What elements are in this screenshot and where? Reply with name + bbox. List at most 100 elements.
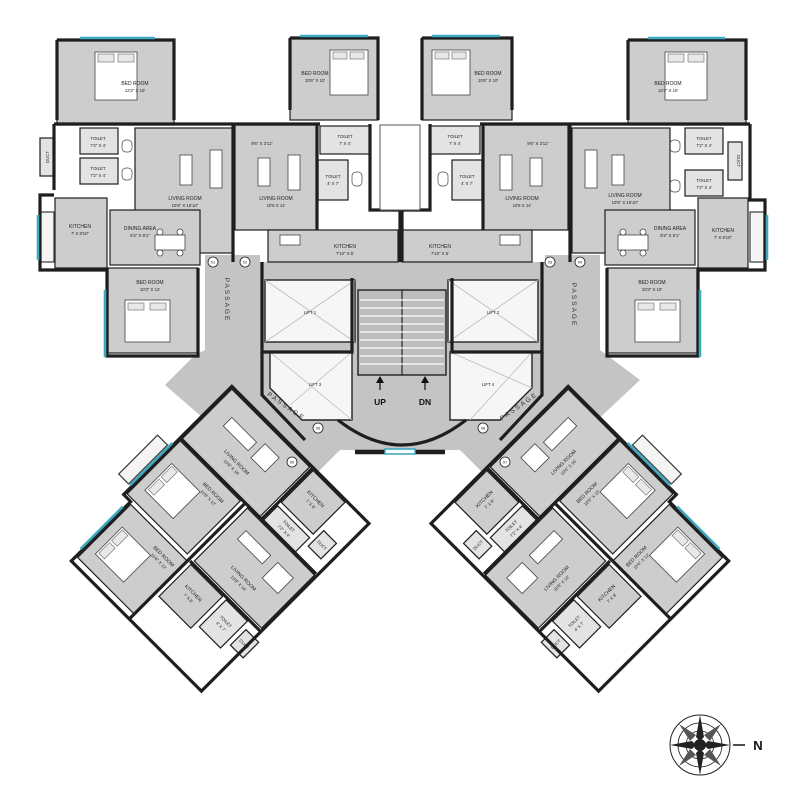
svg-text:7' X 4': 7' X 4' [339,141,351,146]
kitchen-1-size: 7' X 8'10" [71,231,89,236]
bedroom-2-size: 10'6" X 10' [305,78,326,83]
kitchen-7-size: 7' X 8' [305,498,317,510]
kitchen-8-size: 7' X 8' [182,592,194,604]
flat-number-label: 04 [578,260,583,265]
staircase: UP DN [337,289,467,447]
flat-number-label: 07 [503,460,508,465]
kitchen-9 [454,469,520,535]
kitchen-4-label: KITCHEN [712,228,734,234]
flat-04: BED ROOM 12'2" X 10' TOILET 7'2" X 4' TO… [568,36,769,358]
dining-4-label: DINING AREA [654,226,687,232]
svg-text:7'2" X 4': 7'2" X 4' [696,185,712,190]
toilet-2b [317,159,349,201]
svg-text:7'2" X 4': 7'2" X 4' [696,143,712,148]
svg-text:4' X 7': 4' X 7' [327,181,339,186]
svg-text:TOILET: TOILET [338,134,353,139]
dining-4-size: 8'2" X 8'1" [660,233,680,238]
svg-text:7'2" X 4': 7'2" X 4' [90,143,106,148]
kitchen-3-label: KITCHEN [429,244,451,250]
kitchen-10 [576,563,642,630]
flat-02: BED ROOM 10'6" X 10' TOILET 7' X 4' TOIL… [234,34,402,263]
flat-number-circle [477,422,489,434]
living-4-label: LIVING ROOM [608,193,641,199]
kitchen-1-label: KITCHEN [69,224,91,230]
lower-left-wing: LIVING ROOM 10'6" X 16' KITCHEN 7' X 8' … [69,384,372,694]
bedroom-2-label: BED ROOM [301,71,328,77]
kitchen-4 [697,197,749,269]
stair-up-label: UP [374,397,386,407]
living-1-label: LIVING ROOM [168,196,201,202]
toilet-2a [319,125,371,155]
kitchen-7 [280,469,346,535]
flat-number-label: 06 [316,426,321,431]
living-3-size: 10'8 X 14' [513,203,532,208]
lift-4-label: LIFT 4 [482,382,495,387]
toilet-3a [429,125,481,155]
flat-03: BED ROOM 10'6" X 10' TOILET 7' X 4' TOIL… [379,34,570,263]
living-10 [484,507,607,630]
passage-label-top-left: PASSAGE [223,278,230,323]
lift-2-label: LIFT 2 [487,310,500,315]
passage-top-left [205,255,260,355]
svg-text:TOILET: TOILET [460,174,475,179]
north-indicator: N [753,738,762,753]
svg-text:TOILET: TOILET [91,136,106,141]
bedroom-5-size: 10'3" X 12' [140,287,161,292]
living-3-label: LIVING ROOM [505,196,538,202]
kitchen-8 [158,563,224,630]
toilet-1b [79,157,119,185]
svg-text:DUCT: DUCT [736,155,741,167]
flat-number-label: 05 [290,460,295,465]
toilet-10 [551,599,602,649]
kitchen-10-size: 7' X 8' [606,592,618,604]
living-2-size: 10'8 X 14' [267,203,286,208]
lift-1-label: LIFT 1 [304,310,317,315]
kitchen-2-label: KITCHEN [334,244,356,250]
svg-text:4' X 7': 4' X 7' [461,181,473,186]
bedroom-6-size: 10'3" X 10' [642,287,663,292]
svg-text:TOILET: TOILET [91,166,106,171]
dining-1-label: DINING AREA [124,226,157,232]
bedroom-3-label: BED ROOM [474,71,501,77]
svg-text:TOILET: TOILET [697,136,712,141]
flat-number-circle [574,256,586,268]
compass-rose [669,714,731,776]
study-3-label: 9'6" X 3'11" [527,141,549,146]
duct-8 [229,628,260,659]
kitchen-9-size: 7' X 8' [483,498,495,510]
study-2-label: 9'6" X 3'11" [251,141,273,146]
dining-1-size: 8'2" X 8'1" [130,233,150,238]
flat-number-label: 01 [211,260,216,265]
toilet-8 [198,599,249,649]
flat-number-circle [312,422,324,434]
living-2-label: LIVING ROOM [259,196,292,202]
bedroom-6-label: BED ROOM [638,280,665,286]
core-walls [260,262,544,455]
duct-9 [462,529,493,560]
flat-number-circle [207,256,219,268]
flat-01: BED ROOM 12'2" X 10' TOILET 7'2" X 4' TO… [36,36,235,358]
passage-label-top-right: PASSAGE [570,283,577,328]
toilet-3b [451,159,483,201]
flat-number-circle [544,256,556,268]
lower-right-wing: LIVING ROOM 10'6" X 16' KITCHEN 7' X 8' … [428,384,731,694]
svg-text:TOILET: TOILET [326,174,341,179]
living-1-size: 10'6" X 16'10" [172,203,199,208]
svg-text:4' X 7': 4' X 7' [215,621,227,633]
kitchen-2-size: 7'10" X 5' [336,251,354,256]
toilet-1a [79,127,119,155]
toilet-4b [684,169,724,197]
svg-text:TOILET: TOILET [448,134,463,139]
duct-10 [540,628,571,659]
kitchen-4-size: 7' X 8'10" [714,235,732,240]
flat-number-circle [499,456,511,468]
living-3 [482,124,569,231]
kitchen-1 [54,197,108,269]
lift-3-label: LIFT 3 [309,382,322,387]
toilet-4a [684,127,724,155]
bedroom-4-label: BED ROOM [654,81,681,87]
bedroom-4-size: 12'2" X 10' [658,88,679,93]
flat-number-label: 03 [548,260,553,265]
